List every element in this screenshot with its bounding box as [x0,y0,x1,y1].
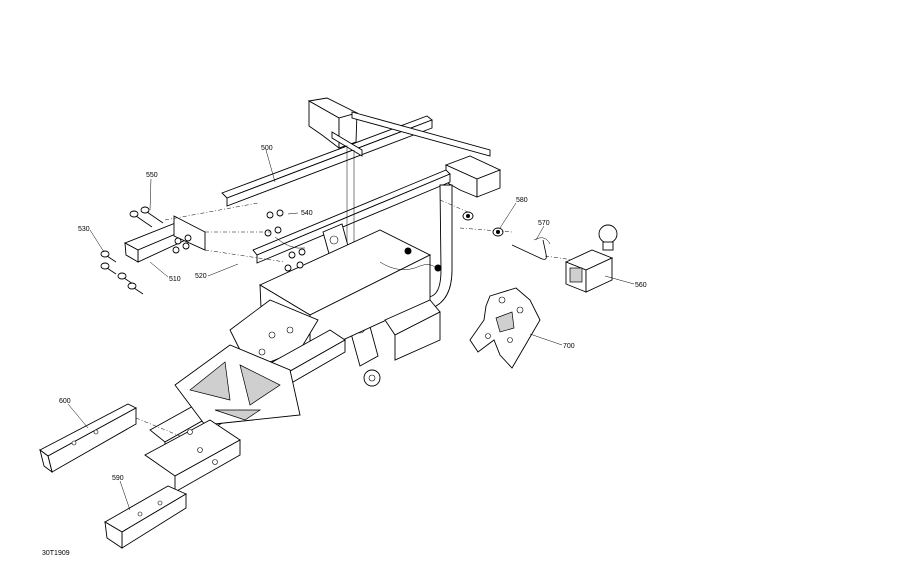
callout-500: 500 [261,145,273,152]
bracket-700 [469,287,541,369]
bolt-530-c [117,272,134,285]
callout-700: 700 [563,343,575,350]
leader-lines [67,149,635,511]
callout-520: 520 [195,273,207,280]
bolt-530-b [100,262,117,275]
bolt-550-a [129,210,153,228]
bracket-510-group [100,202,286,295]
bolt-530-a [100,250,117,263]
bolt-530-d [127,282,144,295]
skid-plate-590 [104,485,187,549]
callout-560: 560 [635,282,647,289]
skid-plate-600 [39,403,181,474]
callout-590: 590 [112,475,124,482]
callout-510: 510 [169,276,181,283]
pin-580-group [439,199,513,237]
callout-550: 550 [146,172,158,179]
drawing-code: 30T1909 [42,550,70,557]
callout-540: 540 [301,210,313,217]
bolt-550-b [140,206,164,224]
callout-600: 600 [59,398,71,405]
callout-580: 580 [516,197,528,204]
tow-ball-hitch-560 [564,224,618,293]
callout-570: 570 [538,220,550,227]
callout-530: 530 [78,226,90,233]
frame-assembly [144,97,502,493]
